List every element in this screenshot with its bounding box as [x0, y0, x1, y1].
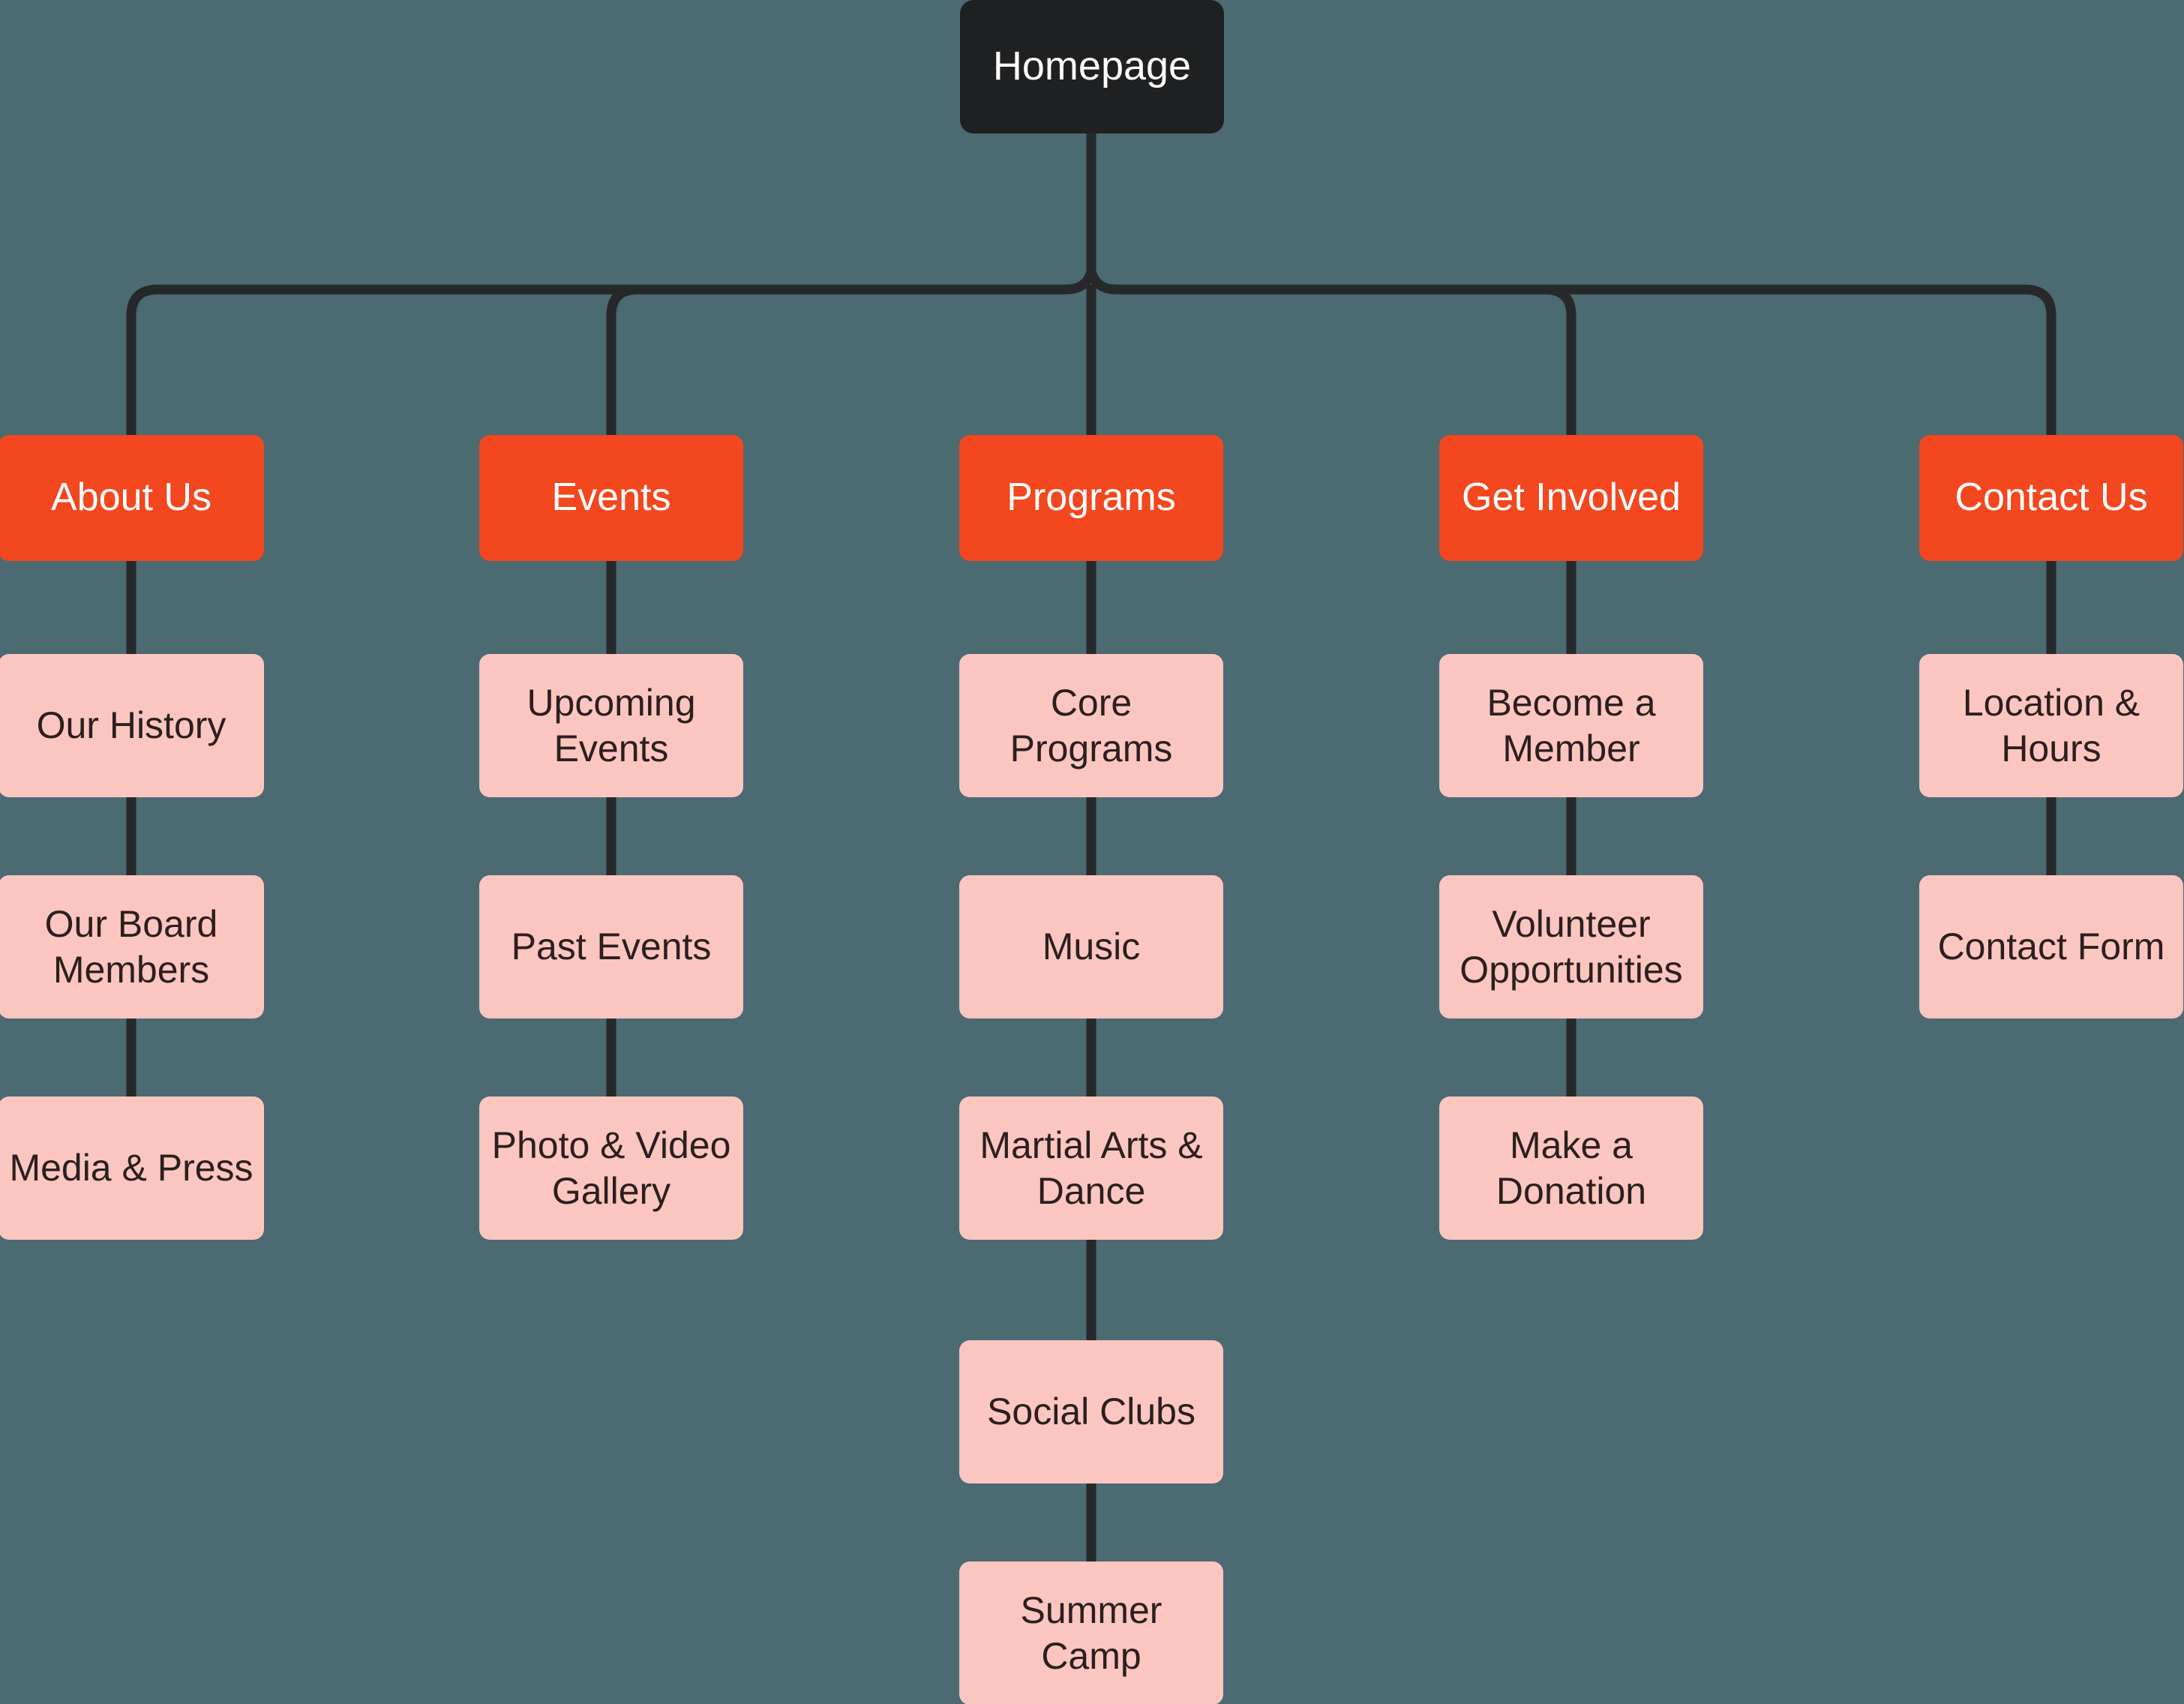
node-music[interactable]: Music	[959, 875, 1223, 1018]
node-make-a-donation[interactable]: Make a Donation	[1439, 1096, 1703, 1240]
node-our-board-members[interactable]: Our Board Members	[0, 875, 264, 1018]
node-media-and-press-label: Media & Press	[9, 1147, 254, 1189]
connector-drop-contact-us	[2020, 284, 2056, 440]
node-past-events[interactable]: Past Events	[479, 875, 743, 1018]
node-our-history-label: Our History	[36, 704, 226, 746]
node-events[interactable]: Events	[479, 435, 743, 561]
node-core-programs[interactable]: Core Programs	[959, 654, 1223, 797]
node-become-a-member-label: Become a Member	[1486, 681, 1656, 770]
node-homepage[interactable]: Homepage	[960, 0, 1224, 134]
node-media-and-press[interactable]: Media & Press	[0, 1096, 264, 1240]
connector-drop-about-us	[126, 284, 163, 440]
node-our-history[interactable]: Our History	[0, 654, 264, 797]
node-social-clubs-label: Social Clubs	[987, 1390, 1196, 1432]
node-upcoming-events-label: Upcoming Events	[526, 681, 696, 770]
node-social-clubs[interactable]: Social Clubs	[959, 1340, 1223, 1484]
node-programs[interactable]: Programs	[959, 435, 1223, 561]
connector-drop-get-involved	[1540, 284, 1576, 440]
node-volunteer-opportunities-label: Volunteer Opportunities	[1460, 902, 1683, 991]
node-about-us[interactable]: About Us	[0, 435, 264, 561]
node-homepage-label: Homepage	[992, 44, 1192, 89]
node-upcoming-events[interactable]: Upcoming Events	[479, 654, 743, 797]
node-martial-arts-dance-label: Martial Arts & Dance	[980, 1124, 1203, 1212]
node-our-board-members-label: Our Board Members	[44, 902, 218, 991]
connector-bus-right	[1086, 266, 2030, 295]
node-location-and-hours-label: Location & Hours	[1962, 681, 2140, 770]
node-contact-form-label: Contact Form	[1937, 926, 2165, 968]
node-contact-form[interactable]: Contact Form	[1919, 875, 2183, 1018]
node-contact-us[interactable]: Contact Us	[1919, 435, 2183, 561]
node-get-involved-label: Get Involved	[1462, 476, 1681, 520]
node-make-a-donation-label: Make a Donation	[1496, 1124, 1647, 1212]
node-summer-camp[interactable]: Summer Camp	[959, 1562, 1223, 1704]
node-location-and-hours[interactable]: Location & Hours	[1919, 654, 2183, 797]
node-summer-camp-label: Summer Camp	[1020, 1588, 1162, 1677]
node-contact-us-label: Contact Us	[1954, 476, 2148, 520]
node-get-involved[interactable]: Get Involved	[1439, 435, 1703, 561]
node-programs-label: Programs	[1006, 476, 1176, 520]
node-volunteer-opportunities[interactable]: Volunteer Opportunities	[1439, 875, 1703, 1018]
connector-bus-left	[152, 266, 1096, 295]
node-about-us-label: About Us	[51, 476, 212, 520]
node-events-label: Events	[551, 476, 671, 520]
connector-drop-events	[606, 284, 643, 440]
node-photo-video-gallery-label: Photo & Video Gallery	[491, 1124, 731, 1212]
node-past-events-label: Past Events	[511, 926, 712, 968]
node-music-label: Music	[1042, 926, 1141, 968]
node-become-a-member[interactable]: Become a Member	[1439, 654, 1703, 797]
node-photo-video-gallery[interactable]: Photo & Video Gallery	[479, 1096, 743, 1240]
node-core-programs-label: Core Programs	[1010, 681, 1173, 770]
node-martial-arts-dance[interactable]: Martial Arts & Dance	[959, 1096, 1223, 1240]
